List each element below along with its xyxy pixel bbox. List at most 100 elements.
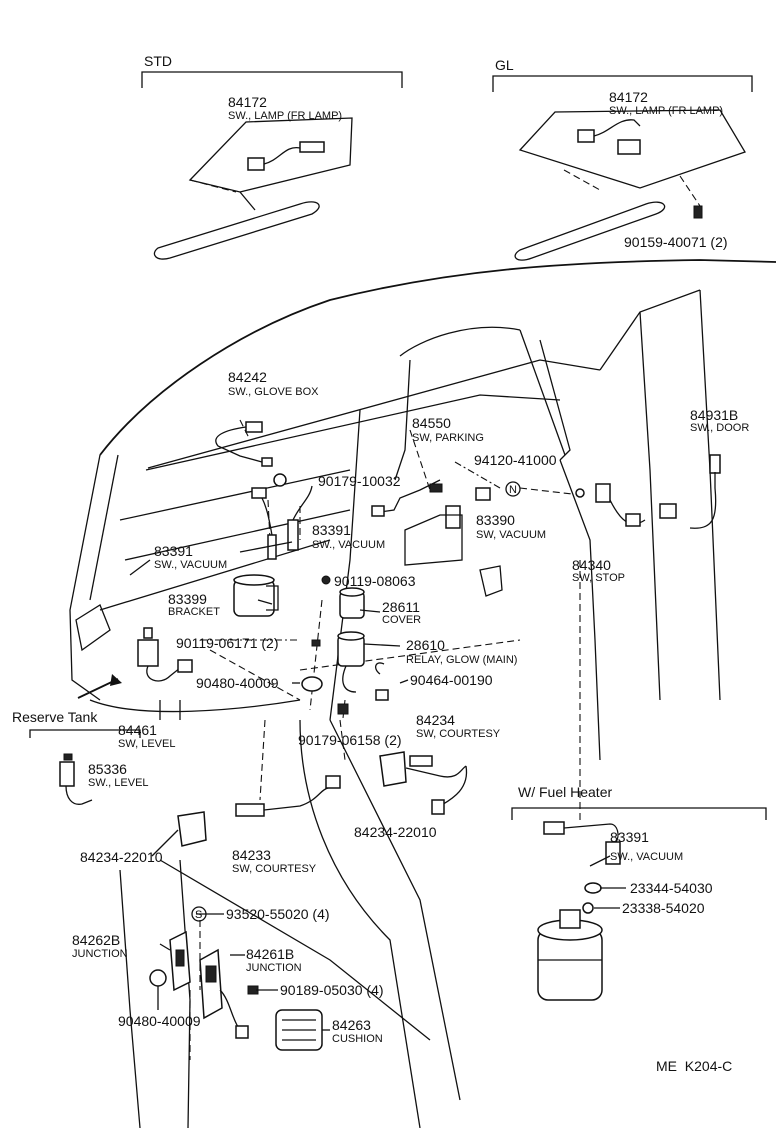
- part-84234-number: 84234: [416, 712, 455, 728]
- screw-90119-08063: [321, 575, 331, 585]
- part-84931b-desc: SW., DOOR: [690, 422, 749, 434]
- n-marker-label: N: [509, 484, 517, 496]
- part-84340-number: 84340: [572, 557, 611, 573]
- clip-90464: [375, 662, 389, 701]
- part-83391-heater-number: 83391: [610, 829, 649, 845]
- part-84340-desc: SW, STOP: [572, 572, 625, 584]
- part-83399-number: 83399: [168, 591, 207, 607]
- part-94120-number: 94120-41000: [474, 452, 557, 468]
- nut-90179-10032: [273, 473, 287, 487]
- part-84461-desc: SW, LEVEL: [118, 738, 175, 750]
- part-83391-heater-desc: SW., VACUUM: [610, 851, 683, 863]
- level-switch-85336: [59, 753, 93, 805]
- part-90119-08063-number: 90119-08063: [334, 573, 416, 589]
- part-84234-22010-left-number: 84234-22010: [80, 849, 163, 865]
- part-83391-left-desc: SW., VACUUM: [154, 559, 227, 571]
- part-84172-std-number: 84172: [228, 94, 267, 110]
- part-23344-number: 23344-54030: [630, 880, 713, 896]
- junction-84261b: [199, 948, 249, 1039]
- part-84931b-number: 84931B: [690, 407, 738, 423]
- part-90189-number: 90189-05030 (4): [280, 982, 384, 998]
- reserve-tank-arrow: [77, 674, 122, 699]
- part-84263-desc: CUSHION: [332, 1033, 383, 1045]
- ring-23338: [582, 902, 594, 914]
- cab-body-outline: [69, 259, 776, 1128]
- screw-90119-06171: [311, 639, 321, 647]
- part-84172-std-desc: SW., LAMP (FR LAMP): [228, 110, 342, 122]
- level-switch-84461: [137, 627, 193, 682]
- parking-switch: [371, 479, 443, 517]
- washer-23344: [584, 882, 602, 894]
- part-84550-number: 84550: [412, 415, 451, 431]
- footer-code: ME K204-C: [656, 1058, 732, 1074]
- fuel-heater-bracket: [511, 807, 767, 820]
- reserve-tank-heading: Reserve Tank: [12, 709, 98, 725]
- cushion-84263: [275, 1009, 323, 1051]
- n-marker: [505, 481, 521, 497]
- headlamp: [75, 604, 111, 652]
- fuel-heater-heading: W/ Fuel Heater: [518, 784, 612, 800]
- part-84242-number: 84242: [228, 369, 267, 385]
- part-84550-desc: SW, PARKING: [412, 432, 484, 444]
- rear-mirror-gl: [514, 201, 666, 261]
- glow-relay-main: [337, 631, 365, 693]
- std-heading: STD: [144, 53, 172, 69]
- part-84233-number: 84233: [232, 847, 271, 863]
- bracket-84234-22010-left: [177, 811, 207, 847]
- part-93520-number: 93520-55020 (4): [226, 906, 330, 922]
- part-28611-number: 28611: [382, 599, 420, 615]
- part-84262b-desc: JUNCTION: [72, 948, 128, 960]
- part-90480-top-number: 90480-40009: [196, 675, 279, 691]
- std-bracket: STD: [141, 53, 403, 88]
- reserve-tank-bracket: [29, 729, 141, 738]
- part-90179-10032-number: 90179-10032: [318, 473, 401, 489]
- glow-relay-cover: [339, 587, 365, 619]
- door-switch: [575, 454, 721, 529]
- screw-symbol-93520-letter: S: [195, 909, 202, 921]
- courtesy-switch-84233: [235, 775, 341, 817]
- part-90480-bottom-number: 90480-40009: [118, 1013, 201, 1029]
- screw-90159-gl: [693, 205, 703, 219]
- label-leaders: [129, 541, 626, 1031]
- part-84261b-number: 84261B: [246, 946, 294, 962]
- part-83390-number: 83390: [476, 512, 515, 528]
- gl-bracket: GL: [492, 57, 753, 92]
- junction-84262b: [169, 930, 191, 992]
- courtesy-switch-84234: [379, 751, 468, 815]
- part-83399-desc: BRACKET: [168, 606, 220, 618]
- gl-roof-panel: [514, 109, 746, 261]
- part-83391-center-desc: SW., VACUUM: [312, 539, 385, 551]
- lamp-switch-gl: [577, 129, 595, 143]
- part-84172-gl-desc: SW., LAMP (FR LAMP): [609, 105, 723, 117]
- part-84233-desc: SW, COURTESY: [232, 863, 317, 875]
- part-84242-desc: SW., GLOVE BOX: [228, 386, 319, 398]
- fuel-heater-assembly: [537, 821, 621, 1001]
- vacuum-switch-83390: [404, 487, 503, 597]
- part-84263-number: 84263: [332, 1017, 371, 1033]
- part-85336-number: 85336: [88, 761, 127, 777]
- part-84172-gl-number: 84172: [609, 89, 648, 105]
- grommet-90480-top: [301, 676, 323, 692]
- bracket-83399: [233, 574, 279, 617]
- glove-box-switch: [215, 421, 273, 467]
- part-28610-desc: RELAY, GLOW (MAIN): [406, 654, 517, 666]
- part-90464-number: 90464-00190: [410, 672, 493, 688]
- nut-90179-06158: [337, 703, 349, 715]
- part-90119-06171-number: 90119-06171 (2): [176, 635, 278, 651]
- part-28610-number: 28610: [406, 637, 445, 653]
- std-roof-panel: [153, 117, 353, 260]
- part-90159-number: 90159-40071 (2): [624, 234, 728, 250]
- part-83391-left-number: 83391: [154, 543, 193, 559]
- part-28611-desc: COVER: [382, 614, 421, 626]
- part-90179-06158-number: 90179-06158 (2): [298, 732, 402, 748]
- part-23338-number: 23338-54020: [622, 900, 705, 916]
- part-84234-22010-mid-number: 84234-22010: [354, 824, 437, 840]
- part-83390-desc: SW, VACUUM: [476, 529, 546, 541]
- grommet-90480-bottom: [149, 969, 167, 987]
- part-84461-number: 84461: [118, 722, 157, 738]
- rear-mirror-std: [153, 201, 320, 260]
- part-84261b-desc: JUNCTION: [246, 962, 302, 974]
- part-85336-desc: SW., LEVEL: [88, 777, 149, 789]
- part-84234-desc: SW, COURTESY: [416, 728, 501, 740]
